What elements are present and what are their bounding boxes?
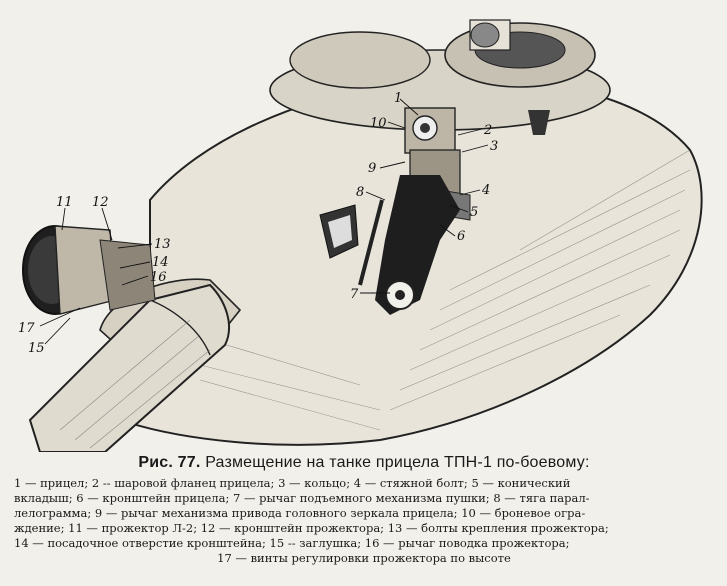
caption-title: Рис. 77. Размещение на танке прицела ТПН… xyxy=(14,454,714,472)
callout-17: 17 xyxy=(18,321,35,336)
callout-5: 5 xyxy=(470,205,478,220)
legend-line-5: 14 — посадочное отверстие кронштейна; 15… xyxy=(14,536,570,550)
gun-barrel xyxy=(28,283,230,452)
callout-15: 15 xyxy=(28,341,45,356)
callout-9: 9 xyxy=(368,161,376,176)
callout-2: 2 xyxy=(483,123,492,138)
callout-8: 8 xyxy=(356,185,364,200)
leader-lines xyxy=(39,98,489,345)
searchlight-l2 xyxy=(22,225,156,315)
legend-line-6: 17 — винты регулировки прожектора по выс… xyxy=(217,551,511,565)
callout-11: 11 xyxy=(56,195,73,210)
figure-caption: Рис. 77. Размещение на танке прицела ТПН… xyxy=(14,452,714,566)
sight-bracket xyxy=(375,175,460,315)
tank-turret-illustration: 1 2 3 4 5 6 7 8 9 10 11 12 13 14 15 16 1… xyxy=(18,19,703,452)
figure-number: Рис. 77. xyxy=(138,454,201,471)
callout-3: 3 xyxy=(490,139,498,154)
legend-line-3: лелограмма; 9 — рычаг механизма привода … xyxy=(14,506,586,520)
figure-title: Размещение на танке прицела ТПН-1 по-бое… xyxy=(205,454,590,471)
callout-16: 16 xyxy=(150,270,167,285)
loader-hatch xyxy=(289,31,431,89)
legend-line-4: ждение; 11 — прожектор Л-2; 12 — кронште… xyxy=(14,521,609,535)
callout-1: 1 xyxy=(394,91,402,106)
callout-12: 12 xyxy=(92,195,109,210)
callout-10: 10 xyxy=(370,116,387,131)
callout-4: 4 xyxy=(481,183,490,198)
turret-drawing: 1 2 3 4 5 6 7 8 9 10 11 12 13 14 15 16 1… xyxy=(18,19,703,452)
callout-14: 14 xyxy=(152,255,169,270)
callout-7: 7 xyxy=(350,287,359,302)
turret-shading xyxy=(179,149,691,431)
callout-13: 13 xyxy=(154,237,171,252)
callout-6: 6 xyxy=(457,229,465,244)
figure-legend: 1 — прицел; 2 -- шаровой фланец прицела;… xyxy=(14,476,714,566)
legend-line-2: вкладыш; 6 — кронштейн прицела; 7 — рыча… xyxy=(14,491,590,505)
legend-line-1: 1 — прицел; 2 -- шаровой фланец прицела;… xyxy=(14,476,571,490)
